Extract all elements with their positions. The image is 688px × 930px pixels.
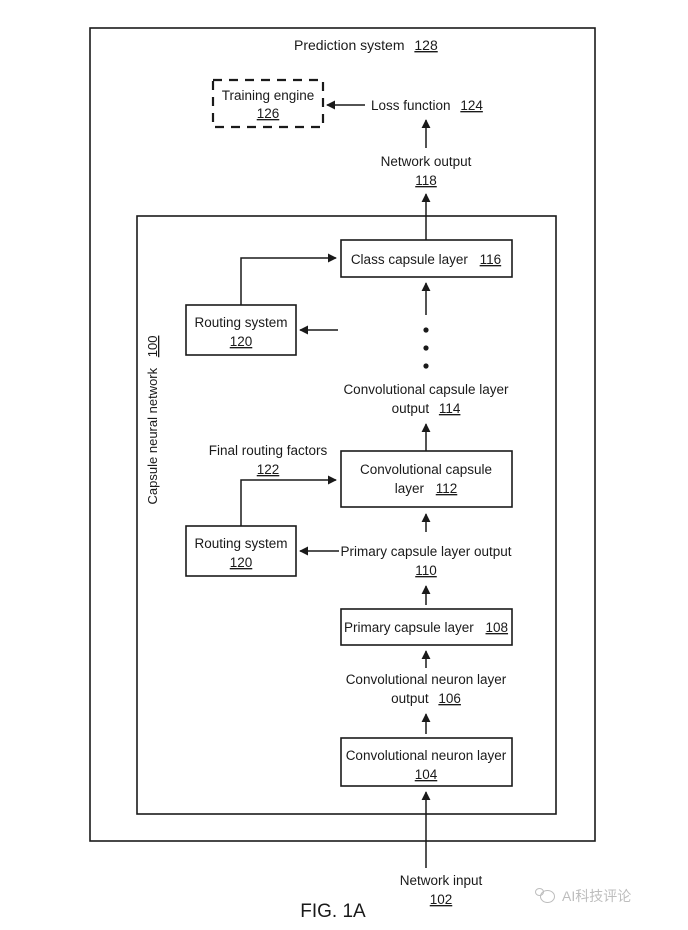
primary-capsule-output-ref: 110 (415, 563, 437, 578)
figure-caption: FIG. 1A (300, 901, 366, 922)
network-input-label: Network input (400, 873, 483, 888)
training-engine-ref: 126 (257, 106, 280, 121)
capsule-network-side-label: Capsule neural network 100 (145, 336, 160, 505)
primary-capsule-layer-ref: 108 (486, 620, 509, 635)
conv-capsule-output-label-line1: Convolutional capsule layer (343, 382, 509, 397)
conv-neuron-layer-label: Convolutional neuron layer (346, 748, 507, 763)
primary-capsule-layer-box[interactable] (340, 608, 513, 646)
network-output-label: Network output (381, 154, 472, 169)
final-routing-factors-label: Final routing factors (209, 443, 328, 458)
conv-capsule-layer-box[interactable] (340, 450, 513, 508)
routing-system-top-ref: 120 (230, 334, 253, 349)
conv-neuron-output-ref: 106 (438, 691, 461, 706)
conv-capsule-layer-label-line1: Convolutional capsule (360, 462, 492, 477)
capsule-neural-network-container (136, 215, 557, 815)
primary-capsule-output-label: Primary capsule layer output (340, 544, 511, 559)
conv-capsule-output-ref: 114 (439, 401, 461, 416)
primary-capsule-layer-text: Primary capsule layer (344, 620, 474, 635)
conv-neuron-output-text2: output (391, 691, 429, 706)
routing-system-bottom-label: Routing system (194, 536, 287, 551)
conv-capsule-layer-text2: layer (395, 481, 425, 496)
conv-neuron-output-label-line2: output 106 (391, 691, 461, 706)
class-capsule-layer-label: Class capsule layer 116 (351, 252, 501, 267)
conv-neuron-layer-ref: 104 (415, 767, 438, 782)
connector-routing-top-to-class-capsule (240, 253, 337, 305)
conv-capsule-layer-label-line2: layer 112 (395, 481, 458, 496)
network-input-ref: 102 (430, 892, 453, 907)
conv-capsule-layer-ref: 112 (436, 481, 458, 496)
class-capsule-layer-text: Class capsule layer (351, 252, 469, 267)
class-capsule-layer-box[interactable] (340, 239, 513, 278)
loss-function-label: Loss function 124 (371, 98, 483, 113)
routing-system-top-label: Routing system (194, 315, 287, 330)
prediction-system-title: Prediction system 128 (294, 37, 438, 53)
loss-function-ref: 124 (460, 98, 483, 113)
capsule-network-side-text: Capsule neural network (145, 367, 160, 504)
routing-system-bottom-box[interactable] (185, 525, 297, 577)
routing-system-bottom-ref: 120 (230, 555, 253, 570)
conv-neuron-layer-box[interactable] (340, 737, 513, 787)
prediction-system-ref: 128 (414, 37, 438, 53)
prediction-system-title-text: Prediction system (294, 37, 404, 53)
class-capsule-layer-ref: 116 (480, 252, 502, 267)
final-routing-factors-ref: 122 (257, 462, 280, 477)
conv-capsule-output-text2: output (392, 401, 430, 416)
loss-function-text: Loss function (371, 98, 451, 113)
connector-routing-bottom-to-conv-capsule (240, 475, 337, 526)
prediction-system-container (89, 27, 596, 842)
conv-capsule-output-label-line2: output 114 (392, 401, 461, 416)
training-engine-label: Training engine (222, 88, 315, 103)
conv-neuron-output-label-line1: Convolutional neuron layer (346, 672, 507, 687)
network-output-ref: 118 (415, 173, 437, 188)
primary-capsule-layer-label: Primary capsule layer 108 (344, 620, 508, 635)
training-engine-box[interactable] (211, 78, 325, 129)
vertical-ellipsis-icon (423, 327, 429, 369)
capsule-network-side-ref: 100 (145, 336, 160, 358)
